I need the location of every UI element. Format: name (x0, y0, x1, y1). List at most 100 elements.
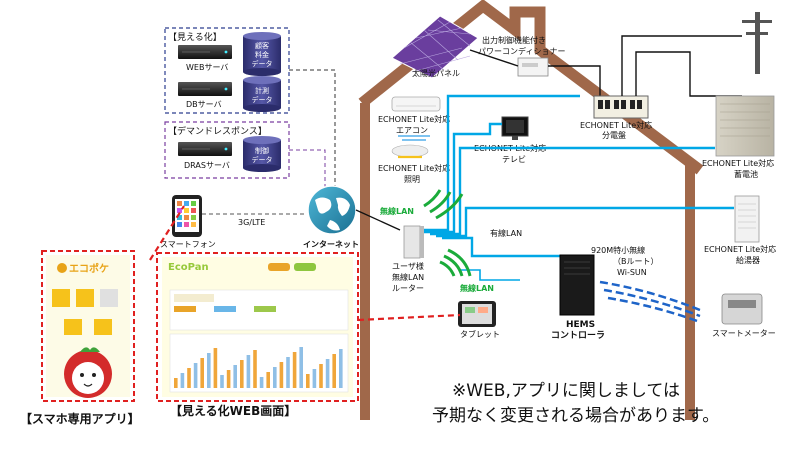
solar-panel-icon (391, 15, 479, 79)
board-to-pole-link (621, 35, 742, 96)
tv-line2: テレビ (502, 155, 526, 164)
web-screen-bar (319, 364, 323, 388)
web-screen-bar (312, 369, 317, 388)
hems-controller-line2: コントローラ (551, 330, 605, 341)
power-conditioner-line2: パワーコンディショナー (478, 46, 565, 56)
wifi-icon-upper (423, 189, 464, 220)
wisun-radio-waves (599, 280, 701, 324)
3g-lte-label: 3G/LTE (238, 218, 265, 227)
web-screen-bar (220, 375, 224, 388)
router-line2: 無線LAN (392, 272, 424, 282)
web-screen-bar-chart (174, 347, 343, 388)
wisun-line2: （Bルート） (613, 257, 659, 266)
hems-controller-line1: HEMS (566, 320, 595, 330)
storage-battery-line2: 蓄電池 (734, 169, 758, 179)
note-line1: ※WEB,アプリに関しましては (452, 381, 680, 401)
dras-server-icon (178, 142, 232, 156)
pcs-to-board-link (548, 65, 601, 97)
solar-to-pcs-link (469, 49, 519, 67)
server-to-internet-links (289, 69, 336, 188)
web-screen-bar (332, 354, 336, 388)
web-screen-bar (292, 352, 297, 388)
visualization-group: 【見える化】 WEBサーバ DBサーバ 顧客 料金 データ 計測 (164, 27, 290, 114)
router-icon (403, 225, 424, 259)
demand-response-group: 【デマンドレスポンス】 DRASサーバ 制御 データ (164, 121, 290, 179)
web-screen-bar (193, 363, 198, 388)
web-screen-bar (279, 362, 284, 388)
water-heater-icon (734, 195, 760, 243)
tablet-icon (458, 301, 496, 327)
ecopoke-logo-text: エコポケ (69, 262, 109, 275)
distribution-board-icon (593, 95, 649, 119)
web-screen-bar (213, 348, 218, 388)
distribution-board-line2: 分電盤 (602, 130, 626, 140)
web-screen-bar (207, 353, 211, 388)
app-link-lines (149, 205, 461, 322)
web-server-icon (178, 45, 232, 59)
wireless-lan-label-1: 無線LAN (380, 206, 414, 216)
internet-globe-icon (307, 185, 357, 235)
lighting-icon (391, 144, 429, 159)
internet-to-router-link (355, 209, 401, 231)
web-screen-bar (306, 374, 310, 388)
customer-db-line1: 顧客 (255, 41, 269, 50)
board-to-battery-link (635, 51, 742, 97)
web-screen-bar (226, 370, 231, 388)
tablet-label: タブレット (460, 329, 500, 339)
wisun-line3: Wi-SUN (617, 268, 647, 277)
lighting-line2: 照明 (404, 175, 420, 184)
web-screen-bar (325, 359, 330, 388)
wireless-lan-label-2: 無線LAN (460, 283, 494, 293)
customer-database-icon (243, 32, 281, 76)
db-server-label: DBサーバ (186, 100, 222, 109)
aircon-airflow-icon (398, 135, 430, 141)
router-line1: ユーザ様 (392, 261, 424, 271)
web-screen-bar (273, 367, 277, 388)
db-server-icon (178, 82, 232, 96)
smart-meter-label: スマートメーター (712, 329, 776, 338)
dras-server-label: DRASサーバ (184, 161, 230, 170)
web-screen-bar (286, 357, 290, 388)
power-conditioner-line1: 出力制御機能付き (482, 35, 546, 45)
measurement-database-icon (243, 76, 281, 112)
hems-controller-icon (559, 254, 595, 316)
solar-panel-label: 太陽光パネル (412, 68, 460, 78)
web-screen-bar (246, 355, 251, 388)
web-screen-caption: 【見える化WEB画面】 (170, 403, 296, 418)
web-server-label: WEBサーバ (186, 63, 228, 72)
router-line3: ルーター (392, 284, 424, 293)
smart-meter-icon (721, 293, 763, 325)
network-lines (418, 94, 734, 281)
web-screen-bar (240, 360, 244, 388)
storage-battery-line1: ECHONET Lite対応 (702, 158, 774, 168)
web-screen-bar (259, 377, 264, 388)
power-conditioner-icon (517, 57, 549, 77)
note-line2: 予期なく変更される場合があります。 (432, 406, 719, 426)
measurement-db-line1: 計測 (255, 86, 269, 95)
water-heater-line1: ECHONET Lite対応 (704, 244, 776, 254)
web-screen-bar (180, 373, 185, 388)
control-db-line2: データ (252, 155, 273, 164)
distribution-board-line1: ECHONET Lite対応 (580, 120, 652, 130)
smartphone-app-screenshot: エコポケ (41, 250, 135, 402)
wisun-line1: 920M特小無線 (591, 245, 645, 255)
web-screen-bar (174, 378, 178, 388)
demand-response-title: 【デマンドレスポンス】 (168, 125, 267, 137)
aircon-line2: エアコン (396, 126, 428, 135)
wifi-icon-lower (439, 248, 472, 277)
storage-battery-icon (715, 95, 775, 157)
web-screen-bar (339, 349, 343, 388)
ecopan-logo-text: EcoPan (168, 262, 209, 273)
web-screen-bar (299, 347, 303, 388)
control-database-icon (243, 136, 281, 172)
visualization-title: 【見える化】 (168, 31, 222, 43)
customer-db-line3: データ (252, 59, 273, 68)
smartphone-app-caption: 【スマホ専用アプリ】 (20, 411, 140, 426)
wired-lan-label: 有線LAN (490, 228, 522, 238)
water-heater-line2: 給湯器 (736, 255, 760, 265)
mascot-icon (64, 347, 112, 398)
customer-db-line2: 料金 (255, 50, 269, 59)
web-screen-bar (253, 350, 257, 388)
web-screen-bar (187, 368, 191, 388)
